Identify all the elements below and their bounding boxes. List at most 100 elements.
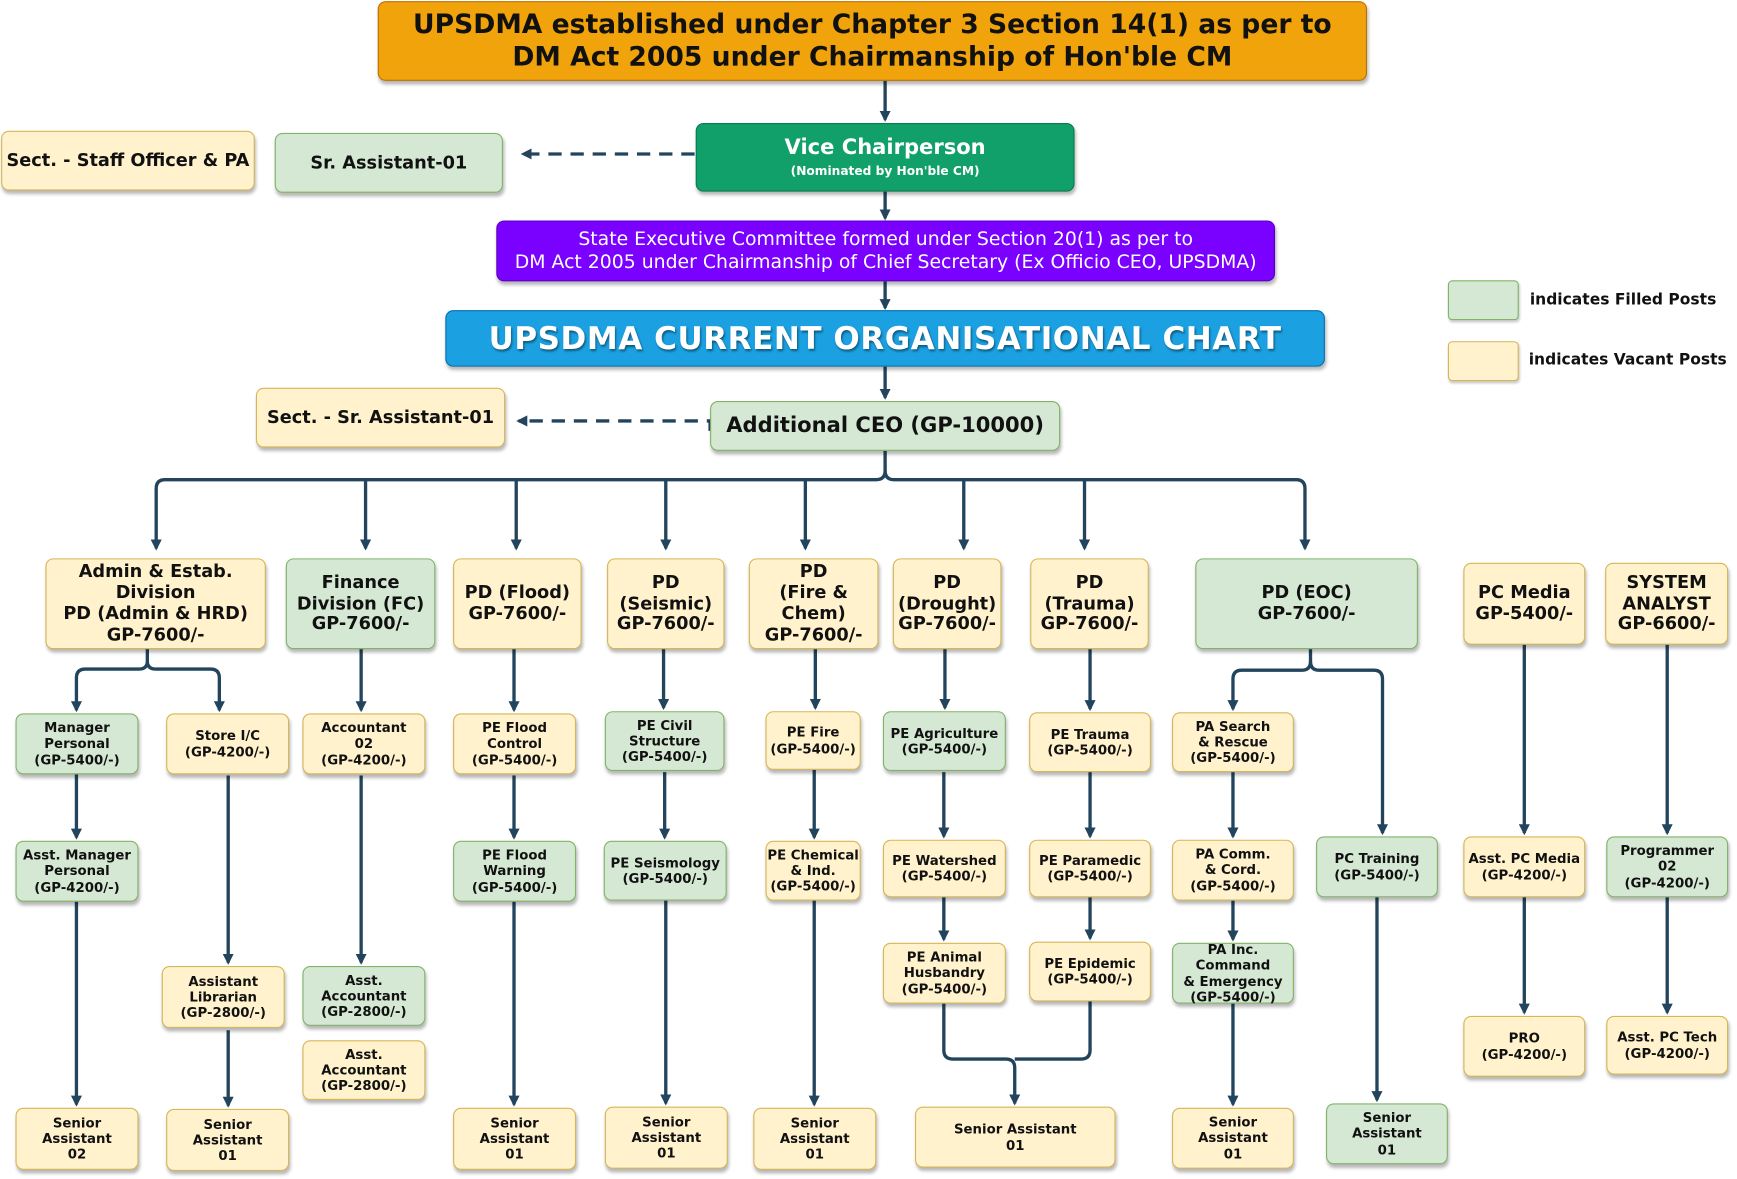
post-pe-seismology-line-1: PE Seismology: [610, 855, 720, 871]
post-pe-animal-husbandry-line-3: (GP-5400/-): [901, 981, 988, 997]
post-asst-accountant-a-line-2: (GP-2800/-): [321, 1003, 407, 1020]
post-training-senior-assistant-line-2: 01: [1377, 1141, 1397, 1158]
division-admin-line-1: Admin & Estab. Division: [78, 560, 233, 603]
post-pe-seismology: PE Seismology(GP-5400/-): [603, 840, 727, 901]
post-eoc-senior-assistant-line-2: 01: [1223, 1146, 1243, 1162]
post-pe-fire: PE Fire(GP-5400/-): [765, 711, 861, 770]
post-pe-epidemic-line-1: PE Epidemic: [1044, 955, 1136, 972]
post-accountant-line-1: Accountant: [321, 720, 407, 736]
division-trauma-line-2: GP-7600/-: [1040, 613, 1139, 635]
post-pro: PRO(GP-4200/-): [1463, 1015, 1586, 1077]
post-pe-chemical: PE Chemical& Ind.(GP-5400/-): [765, 840, 861, 901]
additional-ceo-label: Additional CEO (GP-10000): [726, 413, 1044, 438]
division-flood: PD (Flood)GP-7600/-: [453, 558, 582, 650]
establishment-line-1: UPSDMA established under Chapter 3 Secti…: [413, 8, 1332, 40]
post-asst-accountant-b-line-1: Asst. Accountant: [321, 1046, 407, 1078]
post-pe-chemical-line-1: PE Chemical: [767, 847, 859, 863]
post-store-senior-assistant-line-1: Senior Assistant: [192, 1116, 263, 1148]
post-pe-flood-control-line-2: Control: [487, 736, 543, 752]
post-pe-civil-structure-line-3: (GP-5400/-): [621, 748, 708, 765]
post-pe-watershed: PE Watershed(GP-5400/-): [882, 839, 1006, 898]
post-pa-inc-command-line-1: PA Inc. Command: [1195, 941, 1271, 974]
division-finance-line-1: Finance: [321, 571, 400, 593]
post-pe-fire-line-2: (GP-5400/-): [770, 740, 856, 757]
establishment-box: UPSDMA established under Chapter 3 Secti…: [377, 1, 1368, 81]
legend-vacant-label: indicates Vacant Posts: [1528, 351, 1727, 369]
division-fire: PD(Fire & Chem)GP-7600/-: [748, 558, 879, 650]
post-asst-accountant-a-line-1: Asst. Accountant: [321, 972, 407, 1004]
division-flood-line-2: GP-7600/-: [468, 602, 567, 624]
division-trauma-line-1: PD (Trauma): [1044, 571, 1135, 614]
post-admin-senior-assistant-line-1: Senior Assistant: [42, 1115, 112, 1147]
post-asst-accountant-filled: Asst. Accountant(GP-2800/-): [302, 965, 426, 1026]
post-store-ic-line-1: Store I/C: [195, 728, 261, 744]
division-seismic: PD(Seismic)GP-7600/-: [607, 558, 725, 650]
post-pe-civil-structure-line-1: PE Civil: [636, 717, 693, 734]
post-asst-pc-tech: Asst. PC Tech(GP-4200/-): [1606, 1015, 1729, 1075]
post-pe-civil-structure-line-2: Structure: [629, 733, 701, 749]
post-pa-search-rescue: PA Search& Rescue(GP-5400/-): [1172, 712, 1294, 773]
division-pc-media-line-1: PC Media: [1478, 581, 1571, 603]
division-seismic-line-3: GP-7600/-: [616, 613, 715, 635]
post-fire-senior-assistant-line-2: 01: [805, 1146, 825, 1163]
post-fire-senior-assistant-line-1: Senior Assistant: [779, 1115, 850, 1147]
post-assistant-librarian-line-3: (GP-2800/-): [180, 1004, 266, 1021]
post-assistant-librarian-line-2: Librarian: [189, 989, 258, 1005]
post-drought-trauma-senior-assistant-line-2: 01: [1006, 1137, 1025, 1153]
post-pe-trauma-line-2: (GP-5400/-): [1047, 742, 1133, 758]
post-accountant-line-3: (GP-4200/-): [321, 751, 407, 768]
division-admin-line-3: GP-7600/-: [106, 623, 205, 645]
post-assistant-librarian-line-1: Assistant: [188, 973, 259, 989]
post-pe-trauma-line-1: PE Trauma: [1050, 726, 1130, 743]
staff-officer-box: Sect. - Staff Officer & PA: [1, 130, 255, 191]
post-store-senior-assistant-line-2: 01: [218, 1147, 237, 1164]
post-pe-agriculture: PE Agriculture(GP-5400/-): [882, 711, 1006, 772]
division-flood-line-1: PD (Flood): [464, 581, 570, 603]
post-admin-senior-assistant-line-2: 02: [67, 1146, 87, 1163]
post-pe-fire-line-1: PE Fire: [786, 724, 840, 741]
post-pa-comm-cord-line-1: PA Comm.: [1195, 846, 1271, 863]
post-pe-flood-warning-line-2: Warning: [483, 863, 546, 879]
division-system-analyst-line-2: ANALYST: [1622, 592, 1711, 614]
post-pa-search-rescue-line-1: PA Search: [1195, 718, 1271, 735]
post-pro-line-2: (GP-4200/-): [1481, 1046, 1568, 1062]
division-fire-line-3: GP-7600/-: [764, 623, 863, 645]
legend-filled-label: indicates Filled Posts: [1529, 291, 1717, 310]
post-flood-senior-assistant-line-2: 01: [505, 1146, 524, 1163]
post-pro-line-1: PRO: [1508, 1030, 1540, 1047]
legend-vacant-swatch: [1447, 341, 1519, 382]
post-manager-personal-line-1: Manager: [44, 720, 110, 736]
division-eoc-line-1: PD (EOC): [1261, 581, 1352, 603]
post-pe-agriculture-line-2: (GP-5400/-): [901, 741, 988, 757]
post-pe-flood-warning-line-3: (GP-5400/-): [471, 879, 558, 895]
post-drought-trauma-senior-assistant-line-1: Senior Assistant: [953, 1121, 1077, 1137]
post-pa-inc-command-line-2: & Emergency: [1183, 973, 1283, 989]
division-drought: PD(Drought)GP-7600/-: [892, 558, 1002, 650]
post-pe-flood-warning-line-1: PE Flood: [482, 847, 548, 864]
division-pc-media-line-2: GP-5400/-: [1475, 602, 1574, 624]
division-finance-line-3: GP-7600/-: [311, 613, 410, 635]
vice-chairperson-box: Vice Chairperson(Nominated by Hon'ble CM…: [695, 122, 1075, 192]
additional-ceo-box: Additional CEO (GP-10000): [710, 401, 1061, 451]
post-pe-epidemic: PE Epidemic(GP-5400/-): [1029, 941, 1151, 1002]
post-pe-animal-husbandry-line-1: PE Animal: [906, 949, 982, 966]
post-pe-seismology-line-2: (GP-5400/-): [622, 870, 708, 887]
post-programmer-line-3: (GP-4200/-): [1624, 874, 1710, 891]
